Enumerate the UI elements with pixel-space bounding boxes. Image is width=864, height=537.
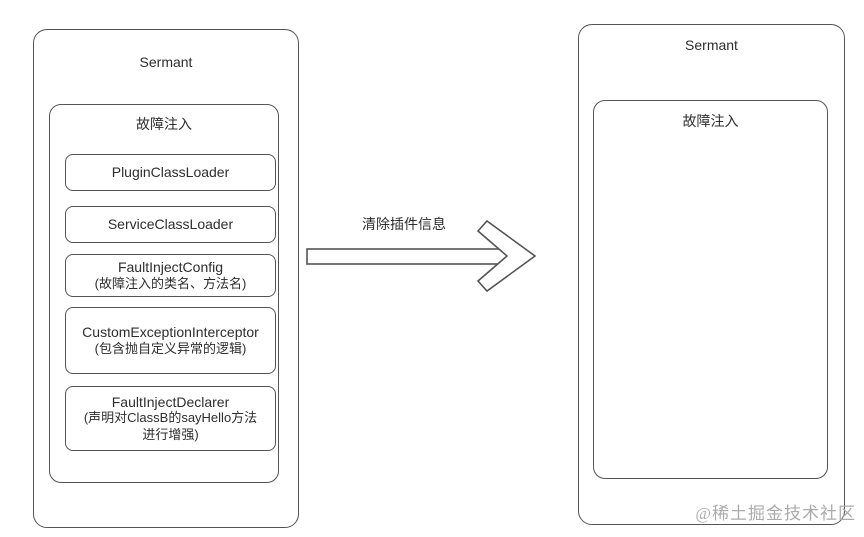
plugin-class-loader-box: PluginClassLoader <box>65 154 276 191</box>
right-sermant-panel: Sermant 故障注入 <box>578 24 845 525</box>
fault-inject-declarer-note-line2: 进行增强) <box>142 426 199 442</box>
service-class-loader-label: ServiceClassLoader <box>107 216 234 233</box>
watermark: @稀土掘金技术社区 <box>695 504 856 523</box>
left-panel-title: Sermant <box>139 54 193 70</box>
fault-inject-config-note: (故障注入的类名、方法名) <box>94 275 247 291</box>
left-fault-inject-title: 故障注入 <box>136 116 192 132</box>
fault-inject-config-box: FaultInjectConfig (故障注入的类名、方法名) <box>65 254 276 297</box>
fault-inject-declarer-note-line1: (声明对ClassB的sayHello方法 <box>83 410 258 426</box>
fault-inject-config-label: FaultInjectConfig <box>117 259 224 275</box>
right-arrow-icon <box>306 219 537 293</box>
right-panel-title: Sermant <box>685 37 738 53</box>
fault-inject-declarer-box: FaultInjectDeclarer (声明对ClassB的sayHello方… <box>65 386 276 451</box>
service-class-loader-box: ServiceClassLoader <box>65 206 276 243</box>
fault-inject-declarer-label: FaultInjectDeclarer <box>111 393 230 410</box>
left-fault-inject-box: 故障注入 PluginClassLoader ServiceClassLoade… <box>49 104 279 483</box>
custom-exception-interceptor-note: (包含抛自定义异常的逻辑) <box>94 340 247 356</box>
right-fault-inject-title: 故障注入 <box>682 113 739 129</box>
plugin-class-loader-label: PluginClassLoader <box>111 164 230 181</box>
custom-exception-interceptor-box: CustomExceptionInterceptor (包含抛自定义异常的逻辑) <box>65 307 276 374</box>
right-fault-inject-box: 故障注入 <box>593 100 828 479</box>
left-sermant-panel: Sermant 故障注入 PluginClassLoader ServiceCl… <box>33 29 299 528</box>
arrow-label: 清除插件信息 <box>362 216 446 232</box>
custom-exception-interceptor-label: CustomExceptionInterceptor <box>82 324 259 340</box>
